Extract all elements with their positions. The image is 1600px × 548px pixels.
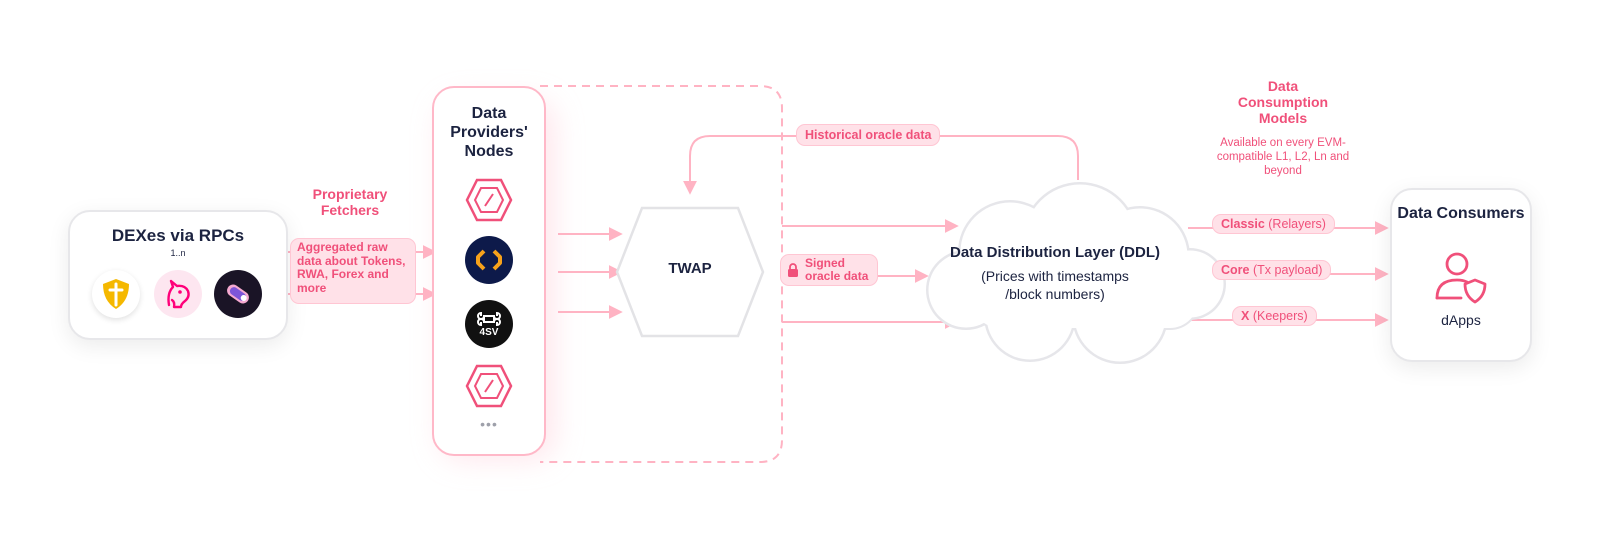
fetchers-title: Proprietary Fetchers (312, 186, 388, 218)
dexes-title: DEXes via RPCs (111, 226, 245, 245)
dex-uniswap-logo (154, 270, 202, 318)
signed-oracle-label: Signed oracle data (805, 256, 869, 283)
dex-shield-logo (92, 270, 140, 318)
ddl-cloud (926, 182, 1226, 364)
user-shield-icon (1435, 252, 1487, 304)
consumption-note: Available on every EVM-compatible L1, L2… (1216, 137, 1350, 177)
lock-icon (788, 263, 798, 277)
ddl-subtitle-line2: /block numbers) (1005, 286, 1105, 302)
ddl-subtitle-line1: (Prices with timestamps (981, 268, 1129, 284)
more-providers-dots: ••• (480, 416, 498, 432)
consumers-title: Data Consumers (1397, 205, 1525, 222)
logo-4sv-text: 4SV (479, 327, 499, 338)
shield-sword-icon (103, 279, 129, 309)
historical-oracle-pill: Historical oracle data (796, 124, 941, 146)
providers-title: Data Providers' Nodes (450, 105, 528, 160)
ddl-title: Data Distribution Layer (DDL) (949, 244, 1160, 261)
model-core-detail: (Tx payload) (1252, 263, 1323, 277)
model-x-detail: (Keepers) (1252, 309, 1308, 323)
sushi-icon (227, 284, 249, 304)
model-x-name: X (1241, 309, 1250, 323)
dexes-box: DEXes via RPCs 1..n (68, 210, 288, 340)
model-classic-pill: Classic (Relayers) (1212, 214, 1335, 234)
model-classic-detail: (Relayers) (1268, 217, 1326, 231)
consumers-label: dApps (1441, 312, 1481, 328)
signed-oracle-pill: Signed oracle data (780, 254, 878, 286)
provider-logo-orange (465, 236, 513, 284)
model-core-pill: Core (Tx payload) (1212, 260, 1332, 280)
aggregated-data-pill: Aggregated raw data about Tokens, RWA, F… (290, 238, 416, 304)
consumption-title: Data Consumption Models (1237, 78, 1329, 126)
providers-column: Data Providers' Nodes 4SV ••• (432, 86, 546, 456)
gem-icon (465, 178, 513, 222)
dex-sushi-logo (214, 270, 262, 318)
dexes-subtitle: 1..n (170, 248, 186, 258)
twap-hexagon (615, 206, 765, 338)
provider-logo-4sv: 4SV (465, 300, 513, 348)
model-x-pill: X (Keepers) (1232, 306, 1317, 326)
twap-label: TWAP (668, 260, 712, 277)
gem-icon (465, 364, 513, 408)
unicorn-icon (167, 279, 190, 309)
model-core-name: Core (1221, 263, 1250, 277)
consumers-box: Data Consumers dApps (1390, 188, 1532, 362)
command-key-icon (477, 311, 501, 327)
bracket-icon (476, 249, 502, 271)
model-classic-name: Classic (1221, 217, 1265, 231)
